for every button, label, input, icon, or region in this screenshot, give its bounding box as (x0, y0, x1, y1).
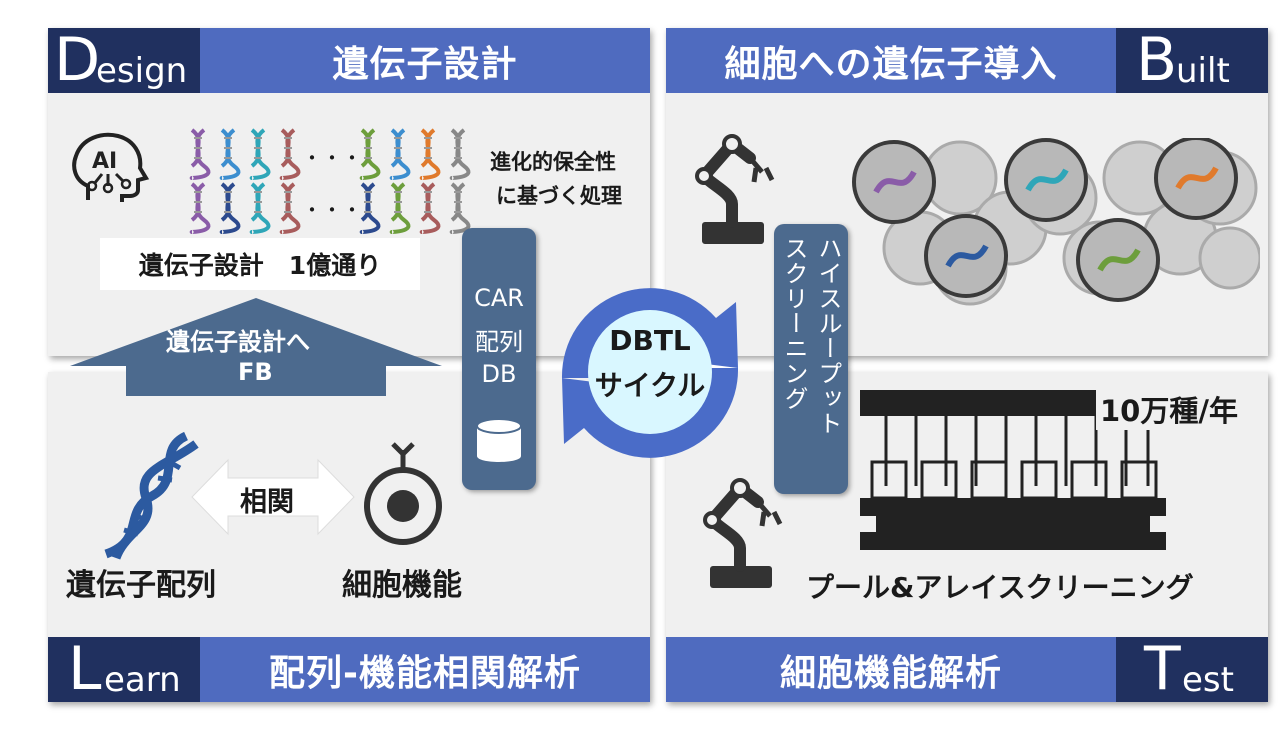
design-letterbox: D esign (48, 28, 200, 93)
sequence-label: 遺伝子配列 (66, 568, 216, 603)
dna-icon (104, 431, 199, 560)
dna-dots-bottom: ・・・ (302, 198, 362, 222)
cell-cluster (852, 138, 1260, 306)
correlation-label: 相関 (240, 487, 294, 518)
cycle-label-line1: DBTL (609, 324, 691, 357)
hts-box: ハイスループット スクリーニング (774, 224, 848, 494)
test-title-bar: 細胞機能解析 (666, 637, 1116, 702)
car-db-box: CAR 配列 DB (462, 228, 536, 490)
test-letterbox: T est (1116, 637, 1268, 702)
built-letterbox: B uilt (1116, 28, 1268, 93)
robot-arm-icon (695, 134, 775, 244)
svg-text:AI: AI (92, 149, 117, 174)
design-count-box: 遺伝子設計 1億通り (100, 238, 420, 290)
database-icon (476, 418, 522, 462)
ai-head-icon: AI (72, 132, 150, 202)
learn-title-bar: 配列-機能相関解析 (200, 637, 650, 702)
conservation-note-line2: に基づく処理 (496, 184, 622, 208)
function-label: 細胞機能 (342, 568, 462, 603)
design-title-bar: 遺伝子設計 (200, 28, 650, 93)
correlation-arrow (191, 458, 355, 536)
db-line1: CAR (474, 284, 524, 312)
design-word: esign (96, 51, 188, 91)
dbtl-cycle-ring (561, 288, 739, 458)
feedback-label-line1: 遺伝子設計へ (166, 328, 310, 356)
learn-title: 配列-機能相関解析 (269, 652, 581, 694)
test-title: 細胞機能解析 (779, 652, 1002, 694)
built-word: uilt (1176, 51, 1230, 91)
built-title: 細胞への遺伝子導入 (724, 43, 1058, 85)
design-letter: D (54, 25, 101, 95)
built-letter: B (1136, 25, 1178, 95)
design-count-label: 遺伝子設計 1億通り (138, 251, 382, 280)
test-word: est (1182, 660, 1234, 700)
cycle-label-line2: サイクル (594, 369, 706, 402)
design-title: 遺伝子設計 (332, 43, 518, 85)
dna-dots-top: ・・・ (302, 146, 362, 170)
learn-letter: L (68, 634, 102, 704)
hts-label-col1: ハイスループット (814, 236, 842, 436)
learn-word: earn (104, 660, 181, 700)
db-line3: DB (481, 360, 517, 388)
hts-label-col2: スクリーニング (780, 236, 808, 411)
test-letter: T (1144, 634, 1181, 704)
robot-arm-icon-test (703, 478, 783, 588)
cell-icon (364, 442, 442, 545)
throughput-label: 10万種/年 (1096, 388, 1242, 430)
feedback-arrow (70, 298, 442, 396)
db-line2: 配列 (475, 328, 523, 356)
feedback-label-line2: FB (238, 358, 273, 386)
conservation-note-line1: 進化的保全性 (490, 150, 616, 174)
built-title-bar: 細胞への遺伝子導入 (666, 28, 1116, 93)
pool-array-label: プール&アレイスクリーニング (806, 571, 1194, 604)
learn-letterbox: L earn (48, 637, 200, 702)
